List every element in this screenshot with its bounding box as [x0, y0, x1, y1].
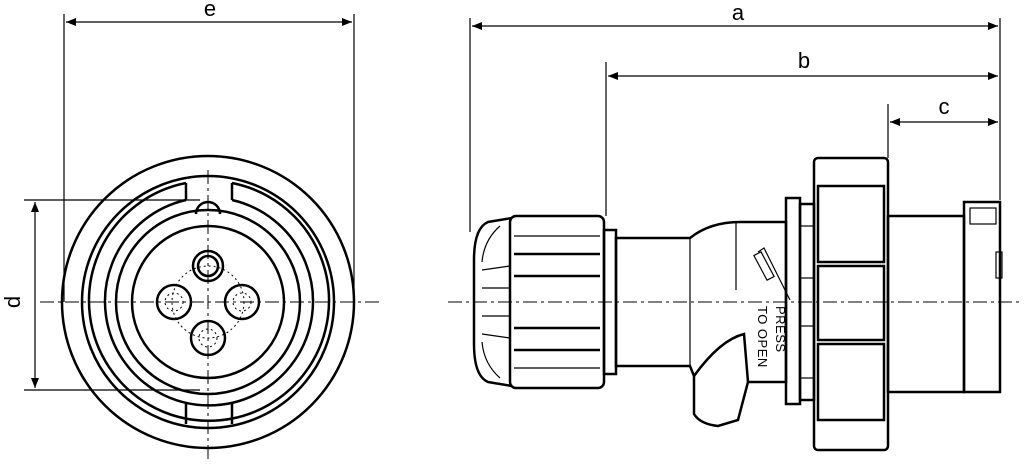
press-label-1: PRESS — [773, 306, 788, 353]
earth-pin — [191, 249, 225, 283]
dim-c-label: c — [939, 94, 950, 119]
press-pointer — [757, 247, 791, 301]
ring-window-top — [799, 225, 815, 279]
earth-pin-inner — [196, 254, 220, 278]
pin-right — [223, 283, 261, 321]
dim-b-label: b — [798, 48, 810, 73]
slot-ring-inner — [103, 198, 315, 407]
dim-a-label: a — [732, 0, 745, 25]
gland-nut-ribs-thin — [514, 235, 600, 369]
dim-d-label: d — [0, 296, 25, 308]
pin-pitch-circle — [171, 265, 245, 339]
insulator-ring — [114, 208, 302, 396]
front-face — [962, 200, 1002, 394]
pin-left-hole — [164, 292, 184, 312]
ring-panel-mid — [816, 264, 886, 342]
release-lever — [692, 332, 750, 383]
pin-bottom-hole — [198, 328, 218, 348]
insulator-face — [130, 224, 286, 380]
plug-body — [614, 220, 788, 428]
dim-e-label: e — [204, 0, 216, 21]
front-housing — [886, 214, 966, 394]
press-tab — [753, 250, 775, 282]
front-latch — [995, 251, 1003, 279]
front-lip — [969, 207, 997, 225]
pin-left — [155, 283, 193, 321]
side-view: PRESS TO OPEN a b c — [448, 0, 1020, 452]
pin-bottom — [189, 319, 227, 357]
front-view: e d — [0, 0, 380, 462]
ring-panel-top — [816, 184, 886, 264]
slot-ring-outer — [87, 181, 331, 423]
ring-base — [784, 196, 802, 406]
ring-window-bottom — [799, 325, 815, 379]
coupling-ring — [812, 156, 890, 452]
gland-nut-ribs — [514, 252, 600, 352]
second-ring — [80, 174, 336, 430]
gland-fingers — [481, 225, 501, 379]
cable-gland-cap — [472, 216, 513, 388]
press-label-2: TO OPEN — [755, 306, 770, 368]
bottom-slot — [184, 402, 234, 424]
ring-panel-bottom — [816, 342, 886, 422]
pin-right-hole — [232, 292, 252, 312]
gland-ribs — [481, 265, 511, 339]
